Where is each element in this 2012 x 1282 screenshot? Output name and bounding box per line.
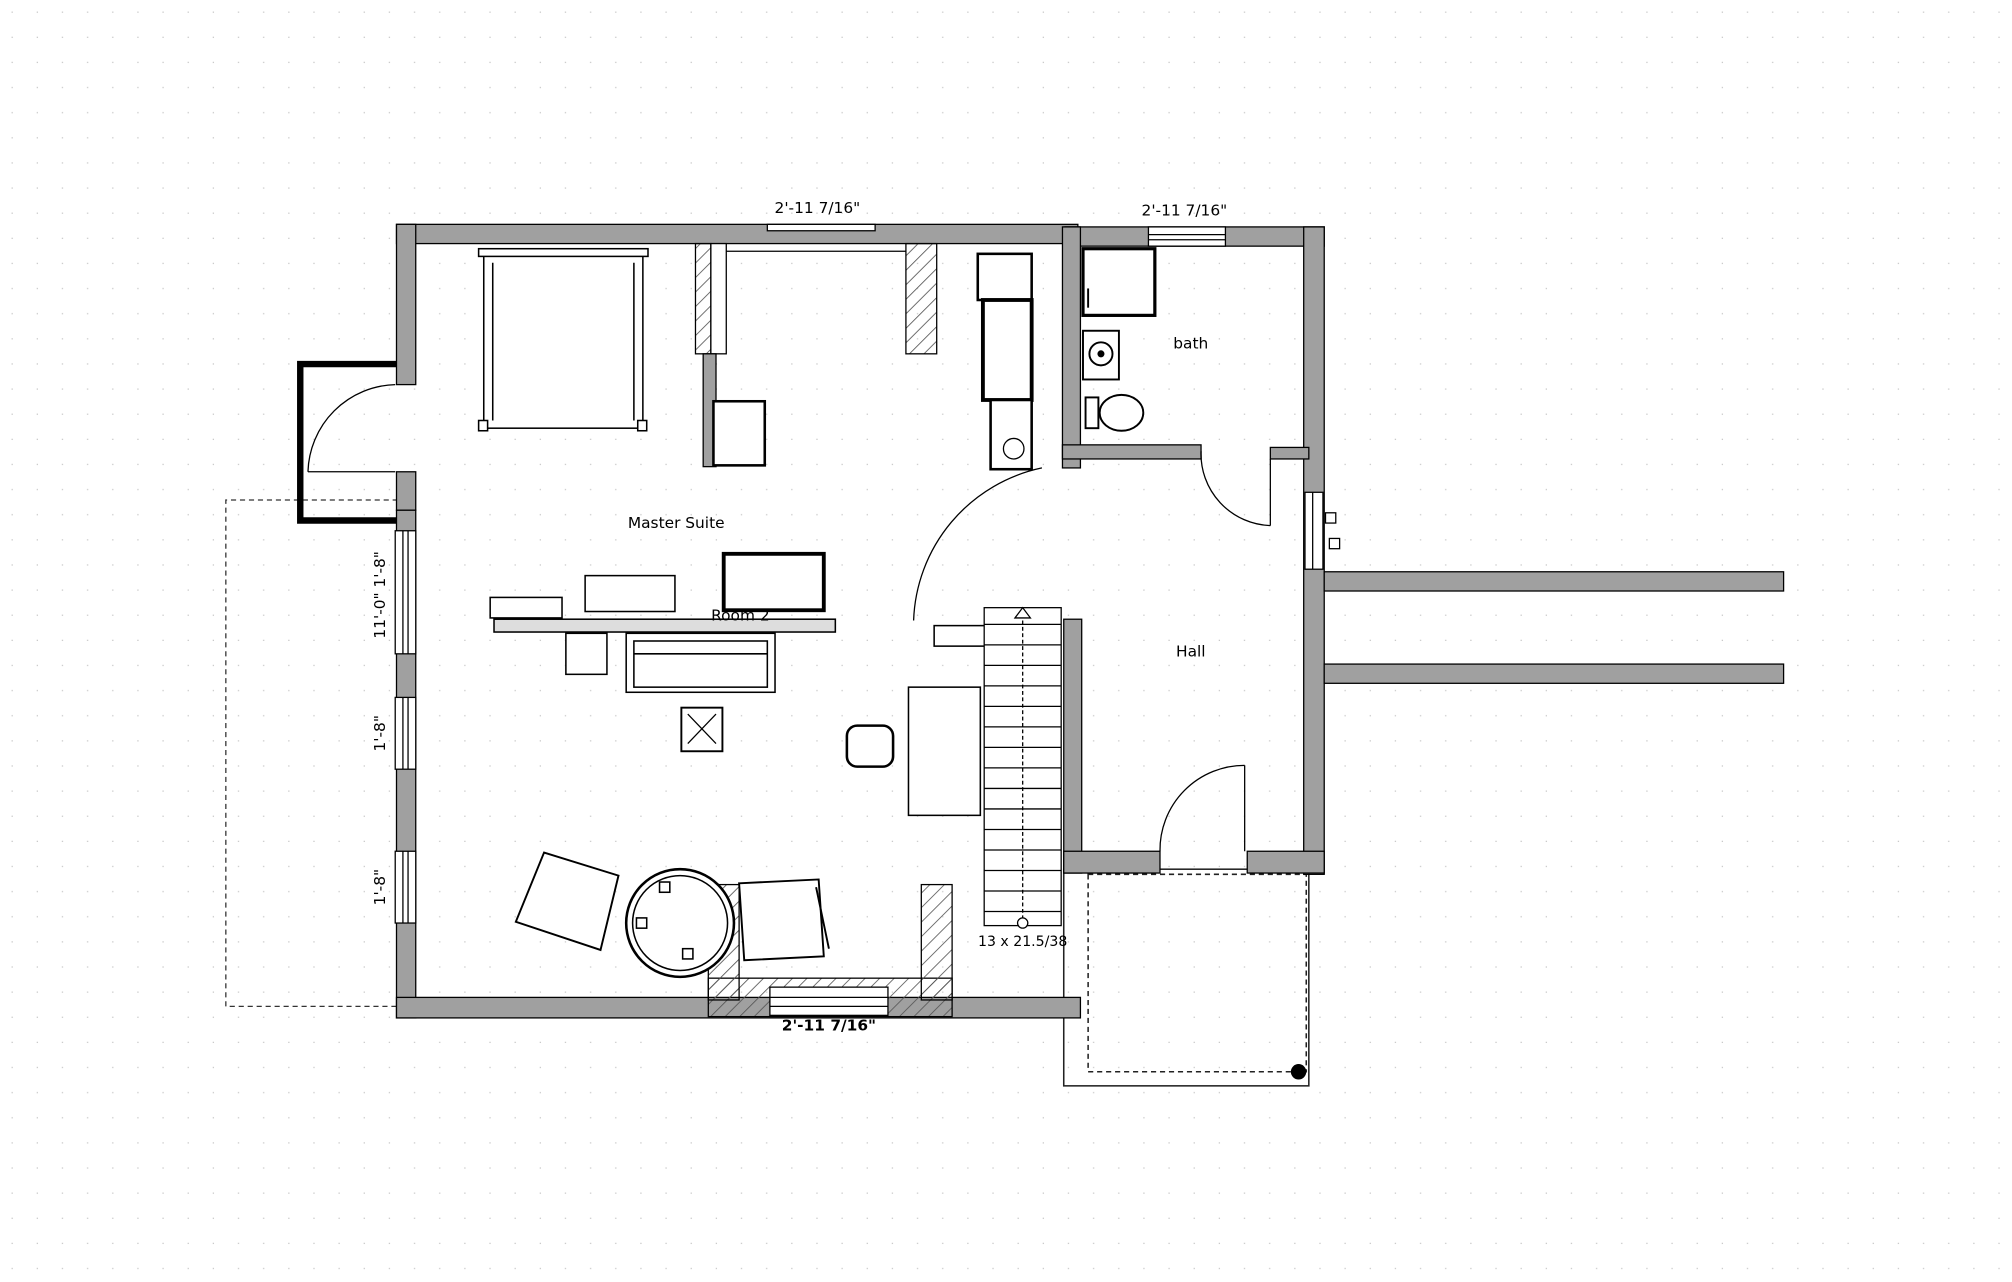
room-label-bath: bath	[1173, 335, 1208, 353]
wall-hall-bottom-right	[1246, 850, 1325, 874]
staircase	[983, 606, 1062, 929]
dim-top-right-window: 2'-11 7/16"	[1142, 201, 1228, 219]
dim-top-left-window: 2'-11 7/16"	[775, 199, 861, 217]
console-table-icon	[907, 686, 982, 817]
hall-window-hardware-icon	[1324, 512, 1341, 550]
doors	[912, 451, 1271, 852]
toilet-icon	[1084, 393, 1145, 432]
side-chair-icon	[845, 724, 895, 768]
dim-bottom-window: 2'-11 7/16"	[782, 1017, 876, 1035]
porch-post-marker	[1290, 1064, 1307, 1080]
wardrobe-icon	[976, 252, 1034, 471]
wall-left-upper	[395, 223, 417, 386]
bed-icon	[477, 247, 649, 432]
corridor-wall-upper	[1323, 571, 1785, 592]
tv-stand-icon	[625, 632, 776, 694]
armchair-right-icon	[738, 878, 830, 962]
dim-left-window-1: 11'-0" 1'-8"	[371, 551, 389, 638]
porch-outline	[1062, 868, 1310, 1087]
stair-rail-icon	[933, 624, 989, 647]
wall-bath-left	[1061, 226, 1082, 469]
nightstand-icon	[712, 399, 767, 467]
dim-left-window-3: 1'-8"	[371, 869, 389, 905]
room-label-room-2: Room 2	[711, 606, 769, 624]
room-label-hall: Hall	[1176, 642, 1206, 660]
top-windows	[766, 223, 1227, 247]
shower-icon	[1081, 247, 1157, 317]
round-table-icon	[624, 867, 736, 979]
wall-stair-right	[1063, 618, 1083, 874]
stair-spec-label: 13 x 21.5/38	[978, 934, 1067, 950]
corridor-wall-lower	[1323, 663, 1785, 684]
armchair-left-icon	[514, 851, 620, 952]
wall-bath-bottom-left	[1061, 444, 1202, 460]
wall-hall-bottom	[1063, 850, 1161, 874]
wall-bath-bottom-right	[1269, 446, 1310, 460]
furniture	[477, 247, 1034, 979]
wall-top-main	[395, 223, 1079, 245]
entry-vestibule	[297, 360, 398, 524]
dim-left-window-2: 1'-8"	[371, 715, 389, 751]
deck-outline-left	[225, 499, 398, 1008]
closet-top	[694, 242, 938, 468]
bath-fixtures	[1081, 247, 1157, 432]
room-label-master-suite: Master Suite	[628, 514, 725, 532]
ottoman-icon	[680, 706, 724, 753]
wall-left-mid	[395, 471, 417, 511]
left-windows	[394, 530, 417, 924]
desk-icon	[489, 551, 837, 676]
hall-window	[1304, 491, 1324, 570]
